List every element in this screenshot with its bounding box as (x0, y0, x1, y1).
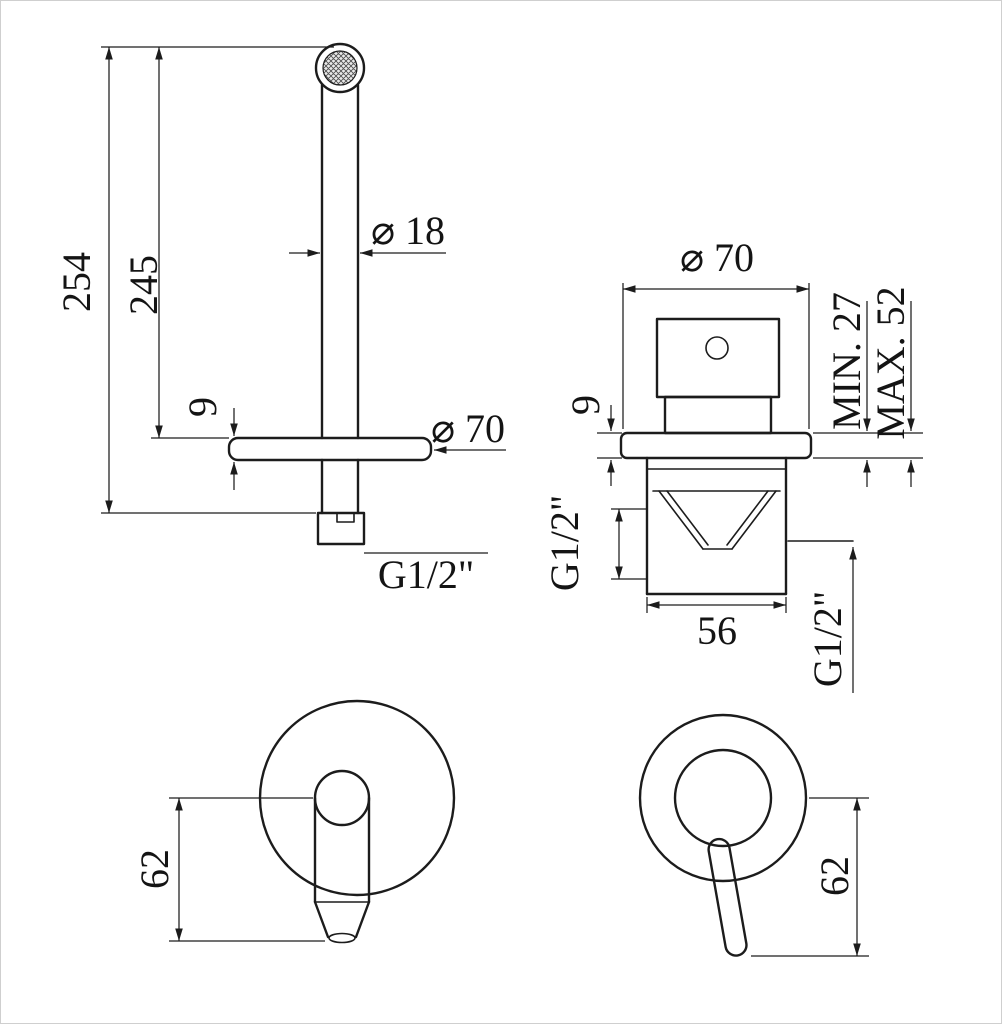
spout-taper-left (313, 900, 330, 939)
dim-label-height-to-flange: 245 (121, 255, 166, 315)
dim-label-install-depth-min: MIN. 27 (824, 292, 869, 430)
spout-tube-end-circle (313, 769, 371, 827)
dim-label-spout-tube-diameter: ⌀ 18 (371, 208, 445, 253)
cartridge-funnel-right-outer (731, 490, 777, 550)
cartridge-funnel-left-inner (666, 490, 709, 546)
dim-label-spout-flange-diameter: ⌀ 70 (431, 406, 505, 451)
view-spout-front (258, 699, 456, 944)
spout-thread-connector (316, 511, 366, 546)
view-spout-side (227, 42, 433, 546)
dim-label-valve-flange-thickness: 9 (563, 395, 608, 415)
cartridge-funnel-right-inner (726, 490, 769, 546)
valve-cap-indicator (705, 336, 729, 360)
dim-label-valve-flange-diameter: ⌀ 70 (680, 235, 754, 280)
handle-escutcheon-circle (638, 713, 808, 883)
valve-wall-flange (619, 431, 813, 460)
dim-label-valve-body-width: 56 (697, 608, 737, 653)
spout-connector-notch (336, 512, 355, 523)
spout-tip (328, 932, 356, 944)
dim-label-overall-height: 254 (54, 252, 99, 312)
aerator-mesh (322, 50, 358, 86)
label-valve-inlet-thread: G1/2" (542, 495, 587, 591)
spout-taper-right (354, 900, 371, 939)
dim-label-install-depth-max: MAX. 52 (868, 286, 913, 439)
handle-lever (707, 837, 748, 957)
valve-handle-cap (655, 317, 781, 399)
valve-neck (663, 395, 773, 435)
dims-valve-side (597, 283, 923, 693)
dim-label-lever-drop: 62 (812, 856, 857, 896)
handle-hub-circle (673, 748, 773, 848)
dims-spout-side (101, 46, 506, 554)
dim-label-spout-drop: 62 (132, 849, 177, 889)
spout-wall-flange (227, 436, 433, 462)
cartridge-funnel-left-outer (658, 490, 704, 550)
handle-lever-bar (707, 837, 748, 957)
label-spout-thread-size: G1/2" (378, 552, 474, 597)
dims-handle-front (751, 797, 869, 957)
label-valve-outlet-thread: G1/2" (805, 591, 850, 687)
view-valve-side (619, 317, 854, 596)
dims-spout-front (169, 797, 325, 942)
aerator-outline (314, 42, 366, 94)
dim-label-spout-flange-thickness: 9 (180, 397, 225, 417)
view-handle-front (638, 713, 808, 957)
